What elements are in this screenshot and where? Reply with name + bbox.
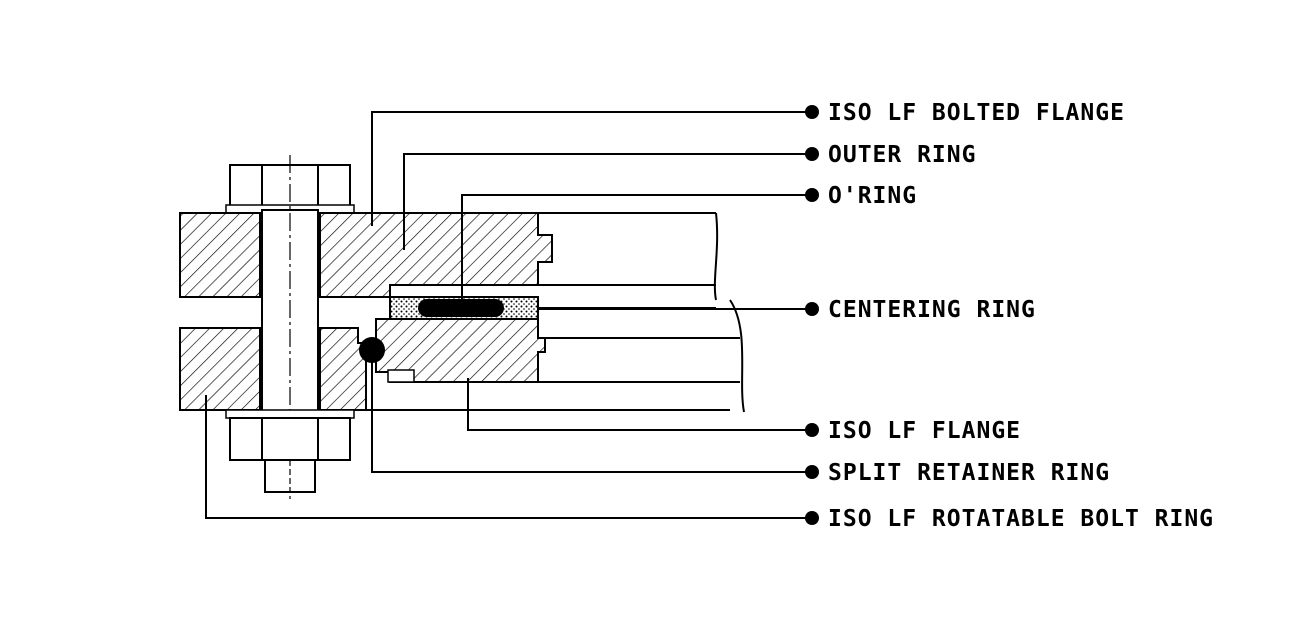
bolted-flange <box>179 212 719 301</box>
label-lf-flange: ISO LF FLANGE <box>828 418 1021 444</box>
nut <box>225 409 355 493</box>
marker-rotatable-bolt-ring <box>805 511 819 525</box>
split-retainer-ring <box>359 337 385 363</box>
label-rotatable-bolt-ring: ISO LF ROTATABLE BOLT RING <box>828 506 1214 532</box>
label-outer-ring: OUTER RING <box>828 142 976 168</box>
label-split-retainer-ring: SPLIT RETAINER RING <box>828 460 1110 486</box>
o-ring <box>418 299 504 317</box>
rotatable-bolt-ring <box>179 327 730 411</box>
label-centering-ring: CENTERING RING <box>828 297 1036 323</box>
label-o-ring: O'RING <box>828 183 917 209</box>
marker-centering-ring <box>805 302 819 316</box>
leader-lines <box>205 111 810 519</box>
leader-markers <box>805 105 819 525</box>
marker-lf-flange <box>805 423 819 437</box>
marker-split-retainer-ring <box>805 465 819 479</box>
marker-outer-ring <box>805 147 819 161</box>
marker-bolted-flange <box>805 105 819 119</box>
marker-o-ring <box>805 188 819 202</box>
label-bolted-flange: ISO LF BOLTED FLANGE <box>828 100 1125 126</box>
lf-flange <box>375 299 745 413</box>
